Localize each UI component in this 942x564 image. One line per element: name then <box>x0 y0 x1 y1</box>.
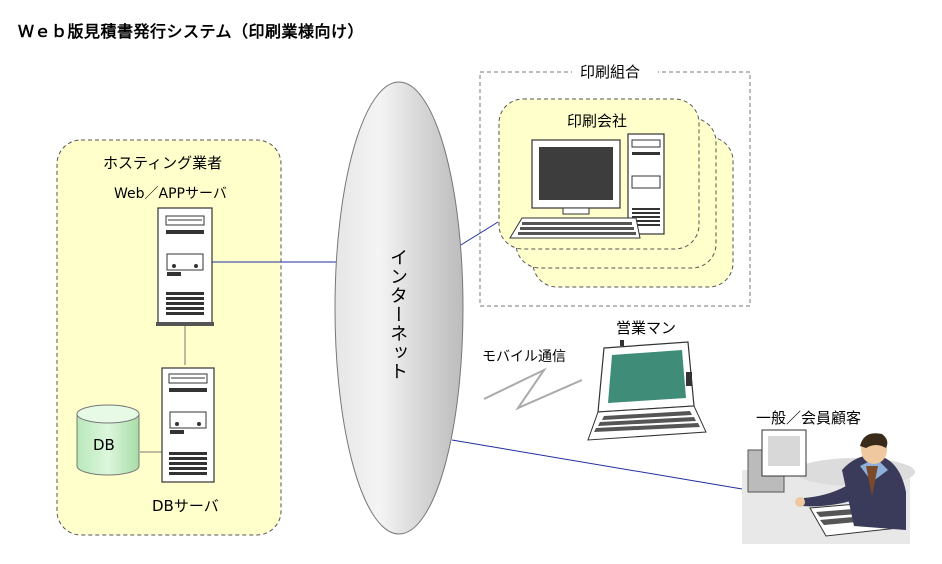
db-server-label: DBサーバ <box>152 497 219 515</box>
internet-cloud <box>334 81 464 535</box>
customer-at-desk-icon <box>742 429 915 544</box>
database-icon <box>76 404 140 476</box>
printing-company-label: 印刷会社 <box>567 112 627 130</box>
hosting-group-label: ホスティング業者 <box>103 154 222 172</box>
customer-label: 一般／会員顧客 <box>756 409 861 427</box>
mobile-link-icon <box>483 367 583 411</box>
printing-union-label: 印刷組合 <box>580 63 640 81</box>
internet-label: インターネット <box>387 248 408 381</box>
web-server-icon <box>156 207 214 326</box>
page-title: Ｗｅｂ版見積書発行システム（印刷業様向け） <box>18 22 364 41</box>
sales-label: 営業マン <box>616 319 676 337</box>
laptop-icon <box>587 340 707 441</box>
db-label: DB <box>93 436 115 454</box>
web-server-label: Web／APPサーバ <box>114 186 227 202</box>
db-server-icon <box>161 367 215 483</box>
network-links <box>212 221 749 491</box>
desktop-computer-icon <box>509 133 665 239</box>
mobile-label: モバイル通信 <box>482 349 566 365</box>
